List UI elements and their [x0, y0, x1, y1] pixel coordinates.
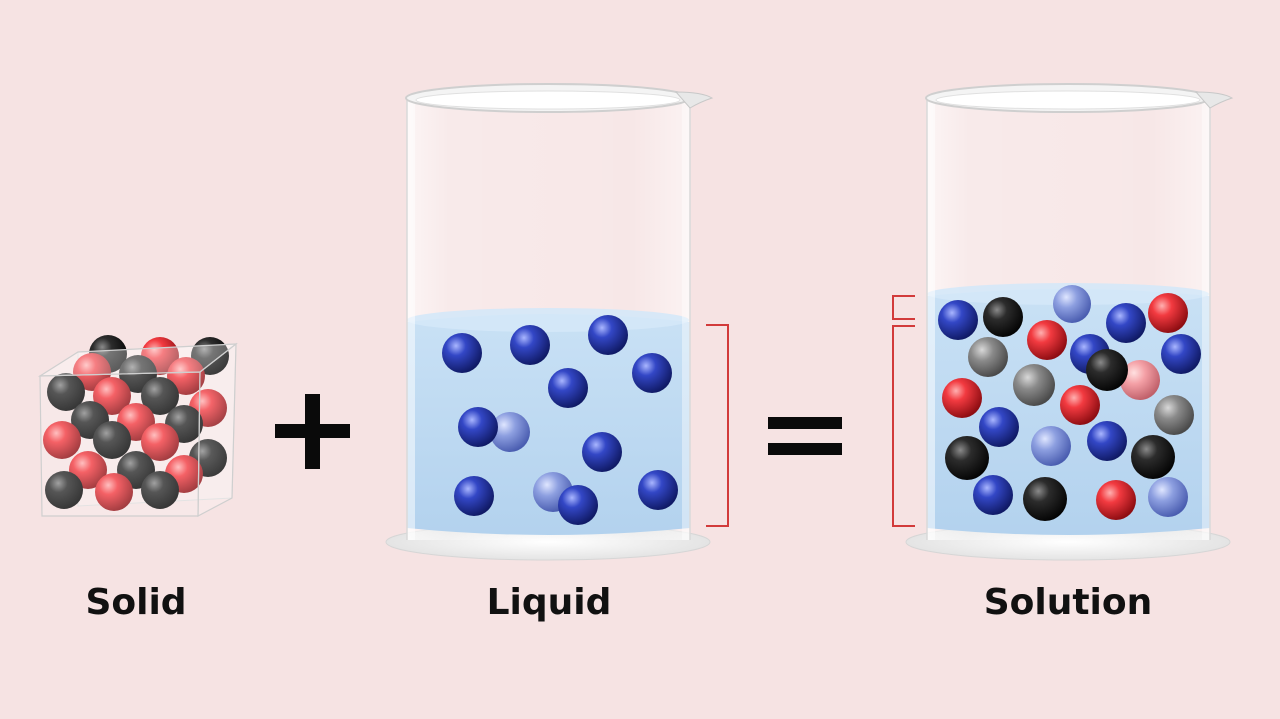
particle-red [1027, 320, 1067, 360]
particle-blue [454, 476, 494, 516]
particle-red [93, 377, 131, 415]
particle-blue-faded [1031, 426, 1071, 466]
cube-front-face [39, 371, 201, 517]
particle-red [43, 421, 81, 459]
beaker-spout [674, 91, 714, 109]
cube-right-face [197, 342, 237, 518]
particle-black [1086, 349, 1128, 391]
particle-red [1096, 480, 1136, 520]
particle-red [167, 357, 205, 395]
particle-red [942, 378, 982, 418]
beaker-spout [1194, 91, 1234, 109]
particle-black [945, 436, 989, 480]
particle-blue [1106, 303, 1146, 343]
particle-gray [1013, 364, 1055, 406]
particle-blue [510, 325, 550, 365]
plus-sign [275, 394, 350, 469]
label-solution: Solution [983, 582, 1153, 623]
equals-sign [768, 417, 842, 455]
particle-gray [968, 337, 1008, 377]
particle-blue [1161, 334, 1201, 374]
particle-blue-faded [490, 412, 530, 452]
particle-red [1148, 293, 1188, 333]
particle-blue [582, 432, 622, 472]
particle-blue [938, 300, 978, 340]
solid-crystal [37, 335, 238, 518]
particle-black [141, 471, 179, 509]
particle-blue [558, 485, 598, 525]
solution-beaker [905, 83, 1234, 561]
particle-blue [442, 333, 482, 373]
particle-blue-faded [1053, 285, 1091, 323]
particle-black [141, 377, 179, 415]
particle-blue [979, 407, 1019, 447]
particle-gray [1154, 395, 1194, 435]
label-liquid: Liquid [486, 582, 612, 623]
particle-blue [632, 353, 672, 393]
particle-blue [973, 475, 1013, 515]
particle-black [93, 421, 131, 459]
particle-blue [588, 315, 628, 355]
particle-blue [638, 470, 678, 510]
particle-black [45, 471, 83, 509]
solvent-bracket [892, 325, 915, 527]
particle-black [983, 297, 1023, 337]
particle-blue [1087, 421, 1127, 461]
water-surface [407, 308, 689, 332]
label-solid: Solid [85, 582, 187, 623]
particle-black [1131, 435, 1175, 479]
particle-blue-faded [1148, 477, 1188, 517]
liquid-bracket [706, 324, 729, 527]
particle-red-faded [1120, 360, 1160, 400]
particle-blue [548, 368, 588, 408]
particle-black [47, 373, 85, 411]
particle-red [141, 423, 179, 461]
particle-blue [458, 407, 498, 447]
liquid-beaker [385, 83, 714, 561]
particle-red [1060, 385, 1100, 425]
particle-red [95, 473, 133, 511]
particle-black [1023, 477, 1067, 521]
solute-bracket [892, 295, 915, 320]
